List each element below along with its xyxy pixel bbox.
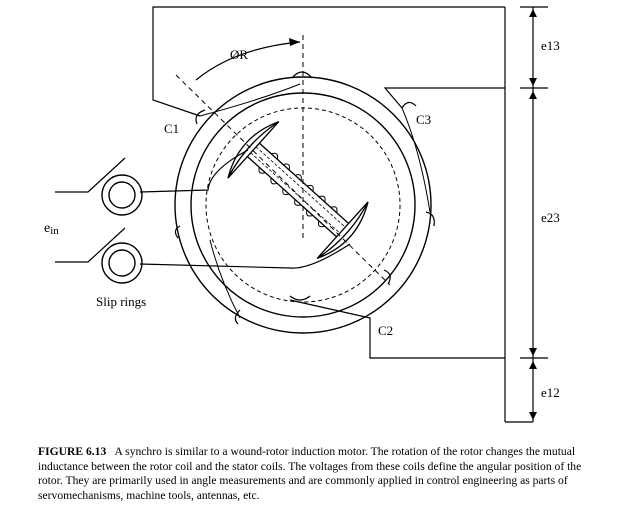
rotor-lead-bottom (139, 243, 351, 269)
label-e13: e13 (541, 38, 560, 53)
rotor-axis (175, 74, 391, 286)
label-c2: C2 (378, 323, 393, 338)
label-e12: e12 (541, 385, 560, 400)
c2-lead (289, 299, 505, 359)
slip-ring-bottom (101, 242, 143, 284)
label-slip-rings: Slip rings (96, 294, 146, 309)
label-e23: e23 (541, 210, 560, 225)
synchro-diagram: ØR C1 C3 C2 e13 e23 e12 ein Slip rings (44, 6, 560, 423)
input-lead-top (55, 157, 126, 193)
c1-lead (152, 6, 505, 117)
slip-ring-top (101, 174, 143, 216)
label-c1: C1 (164, 121, 179, 136)
phi-r-arrow (195, 41, 301, 81)
stator-coil-bumps (174, 71, 435, 325)
c3-lead (383, 87, 505, 109)
label-e-in: ein (44, 221, 59, 237)
c2-winding (209, 239, 241, 319)
c1-winding (199, 83, 301, 117)
input-lead-bottom (55, 227, 126, 263)
rotor-lead-top (139, 149, 249, 193)
stator-outer-ring (174, 76, 432, 334)
c3-winding (401, 107, 431, 213)
label-phi-r: ØR (230, 47, 248, 62)
figure-number: FIGURE 6.13 (38, 445, 107, 458)
caption-text: A synchro is similar to a wound-rotor in… (38, 445, 582, 502)
rotor (227, 121, 369, 259)
figure-caption: FIGURE 6.13 A synchro is similar to a wo… (38, 445, 598, 503)
label-c3: C3 (416, 112, 431, 127)
